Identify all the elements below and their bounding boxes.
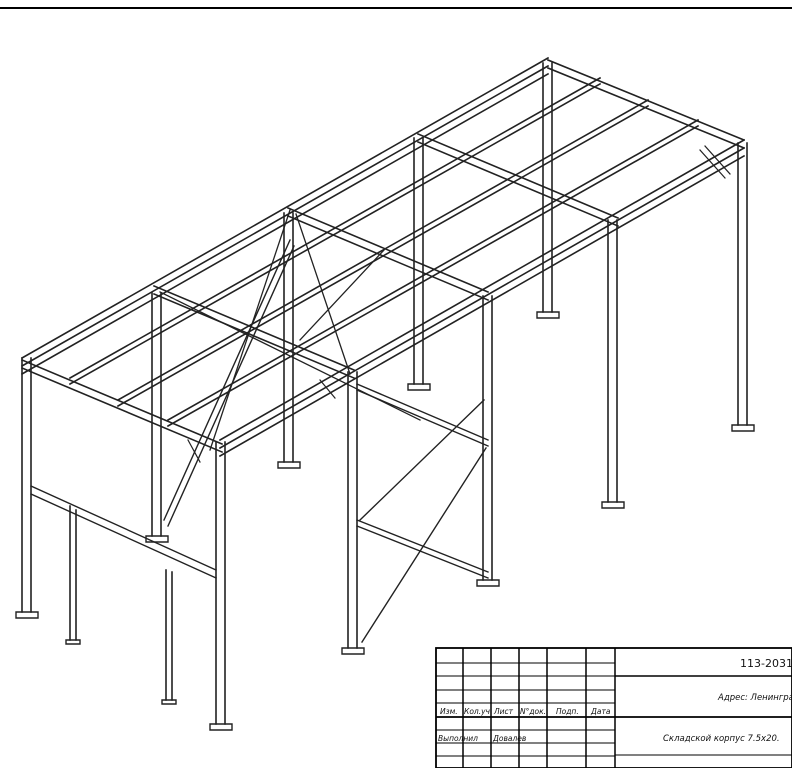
drawing-title: Складской корпус 7.5х20. <box>663 734 780 744</box>
doc-code: 113-2031- <box>740 657 792 670</box>
header-n-dok: N°док. <box>520 707 546 716</box>
title-block-text: 113-2031- Адрес: Ленинградс Складской ко… <box>438 657 792 744</box>
infill-rails <box>30 485 217 579</box>
header-list: Лист <box>493 707 514 716</box>
header-data: Дата <box>590 707 611 716</box>
title-block <box>435 647 792 768</box>
header-podp: Подп. <box>556 707 579 716</box>
performed-label: Выполнил <box>438 734 478 743</box>
steel-frame-structure <box>15 56 755 731</box>
address-label: Адрес: Ленинградс <box>717 693 792 703</box>
cross-beams <box>20 58 746 454</box>
header-kol-uch: Кол.уч <box>464 707 491 716</box>
knee-braces <box>187 145 731 463</box>
header-izm: Изм. <box>440 707 458 716</box>
eave-beams <box>20 56 746 458</box>
wall-bracing <box>163 239 489 643</box>
roof-bracing <box>159 209 421 451</box>
performer-name: Довалев <box>492 734 526 743</box>
base-plates <box>15 311 755 731</box>
